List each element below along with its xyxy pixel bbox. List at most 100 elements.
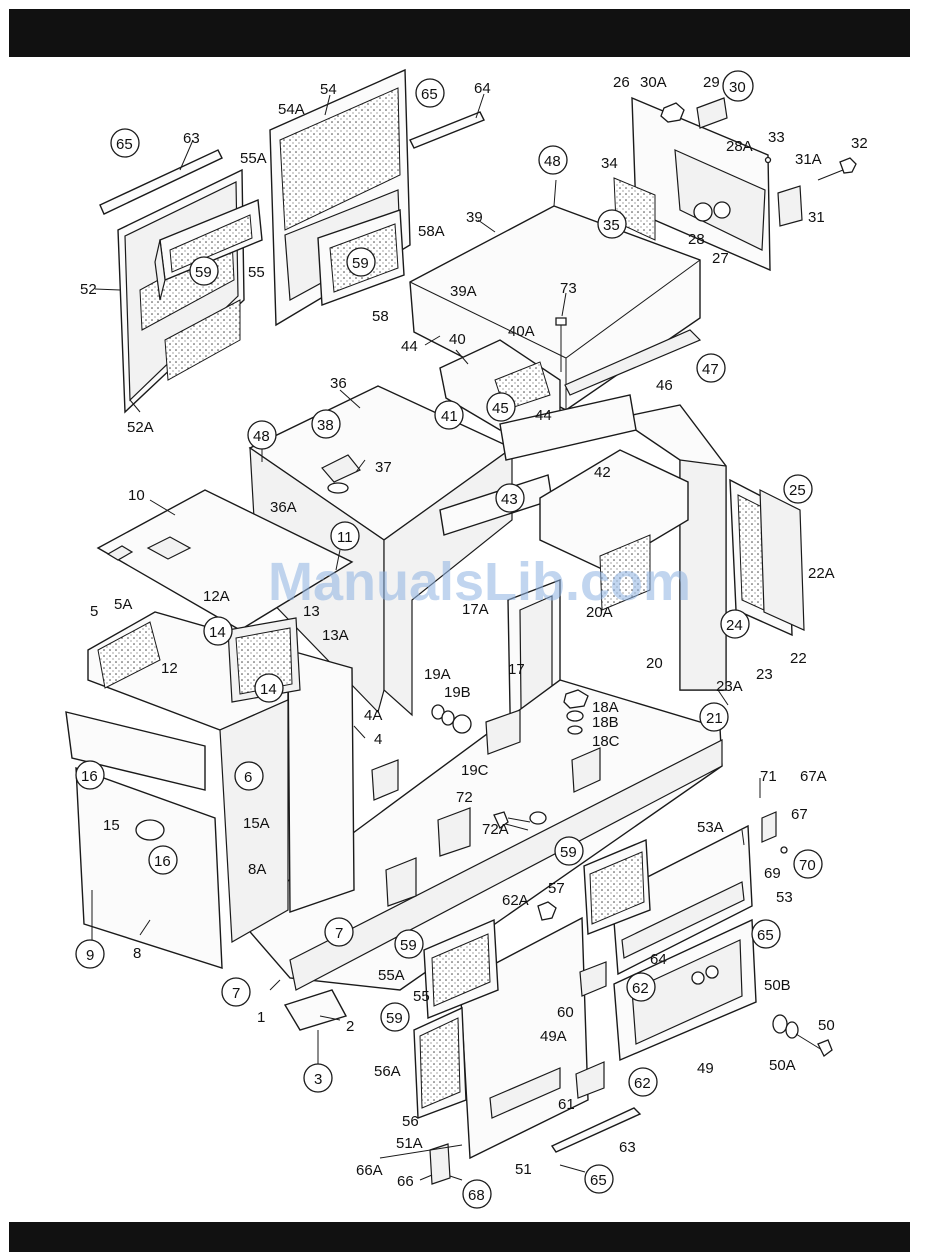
callout-circle (380, 1002, 410, 1032)
callout-label: 5 (90, 603, 98, 620)
callout-label: 16 (154, 853, 171, 870)
callout-label: 72 (456, 789, 473, 806)
callout-label: 57 (548, 880, 565, 897)
callout-label: 41 (441, 408, 458, 425)
callout-label: 9 (86, 947, 94, 964)
callout-label: 14 (260, 681, 277, 698)
callout-label: 69 (764, 865, 781, 882)
panel-26 (631, 96, 771, 272)
nuts-18-19 (431, 689, 589, 921)
callout-label: 4 (374, 731, 382, 748)
callout-label: 4A (364, 707, 382, 724)
hinge-66-68 (429, 1143, 451, 1185)
bolt-50 (772, 1014, 833, 1057)
callout-circle (203, 616, 233, 646)
callout-label: 11 (337, 529, 353, 546)
callout-circle (148, 845, 178, 875)
callout-circle (584, 1164, 614, 1194)
callout-label: 56 (402, 1113, 419, 1130)
panel-52 (117, 168, 245, 414)
callout-label: 50 (818, 1017, 835, 1034)
callout-label: 28A (726, 138, 753, 155)
callout-circle (783, 474, 813, 504)
callout-circle (330, 521, 360, 551)
callout-circle (234, 761, 264, 791)
callout-label: 55 (413, 988, 430, 1005)
callout-label: 40 (449, 331, 466, 348)
callout-label: 22A (808, 565, 835, 582)
callout-label: 59 (400, 937, 417, 954)
callout-circle (751, 919, 781, 949)
callout-label: 47 (702, 361, 719, 378)
callout-label: 65 (421, 86, 438, 103)
callout-label: 23A (716, 678, 743, 695)
callout-label: 21 (706, 710, 723, 727)
callout-circle (597, 209, 627, 239)
callout-label: 43 (501, 491, 518, 508)
callout-label: 66A (356, 1162, 383, 1179)
callout-label: 34 (601, 155, 618, 172)
callout-label: 37 (375, 459, 392, 476)
callout-label: 48 (544, 153, 561, 170)
callout-label: 18A (592, 699, 619, 716)
callout-label: 63 (619, 1139, 636, 1156)
callout-label: 12A (203, 588, 230, 605)
callout-label: 45 (492, 400, 509, 417)
callout-label: 30 (729, 79, 746, 96)
callout-label: 24 (726, 617, 743, 634)
callout-label: 22 (790, 650, 807, 667)
panel-53 (611, 824, 753, 976)
callout-circle (311, 409, 341, 439)
callout-label: 35 (603, 217, 620, 234)
callout-label: 52 (80, 281, 97, 298)
callout-label: 36A (270, 499, 297, 516)
callout-label: 38 (317, 417, 334, 434)
callout-circle (462, 1179, 492, 1209)
callout-label: 25 (789, 482, 806, 499)
bolt-72 (493, 811, 547, 831)
callout-circle (110, 128, 140, 158)
callout-circle (324, 917, 354, 947)
rail-63-lower (550, 1107, 642, 1153)
callout-label: 31 (808, 209, 825, 226)
callout-label: 15A (243, 815, 270, 832)
cabinet-20 (499, 394, 727, 691)
callout-label: 48 (253, 428, 270, 445)
callout-label: 16 (81, 768, 98, 785)
callout-circle (626, 972, 656, 1002)
callout-circle (415, 78, 445, 108)
callout-label: 62 (634, 1075, 651, 1092)
callout-label: 42 (594, 464, 611, 481)
callout-circle (346, 247, 376, 277)
callout-label: 20A (586, 604, 613, 621)
callout-label: 7 (232, 985, 240, 1002)
callout-label: 65 (757, 927, 774, 944)
callout-label: 28 (688, 231, 705, 248)
footer-bar (9, 1222, 910, 1252)
callout-circle (75, 760, 105, 790)
callout-label: 58A (418, 223, 445, 240)
panel-49 (613, 918, 757, 1062)
callout-label: 40A (508, 323, 535, 340)
callout-label: 65 (590, 1172, 607, 1189)
callout-label: 44 (401, 338, 418, 355)
callout-label: 20 (646, 655, 663, 672)
callout-label: 46 (656, 377, 673, 394)
callout-circle (720, 609, 750, 639)
leader-lines (91, 93, 745, 1181)
callout-label: 30A (640, 74, 667, 91)
callout-label: 36 (330, 375, 347, 392)
callout-circle (793, 849, 823, 879)
callout-label: 61 (558, 1096, 575, 1113)
top-plate-10 (96, 489, 354, 631)
callout-label: 55 (248, 264, 265, 281)
callout-circle (495, 483, 525, 513)
callout-labels: 65 63 54 54A 65 64 26 30A 29 30 28A 33 3… (75, 70, 868, 1209)
callout-label: 33 (768, 129, 785, 146)
callout-label: 14 (209, 624, 226, 641)
panel-22-25 (729, 478, 805, 637)
callout-label: 19A (424, 666, 451, 683)
callout-circle (486, 392, 516, 422)
callout-circle (696, 353, 726, 383)
